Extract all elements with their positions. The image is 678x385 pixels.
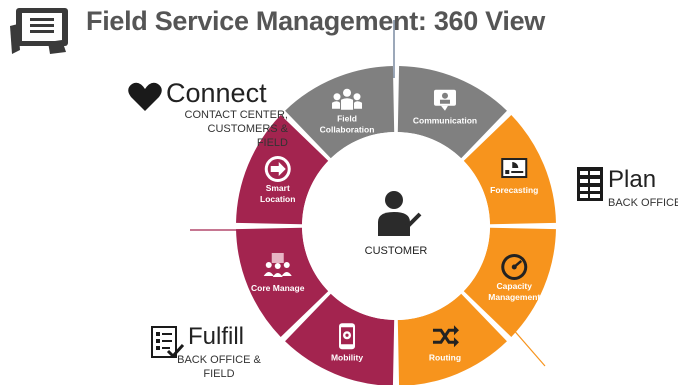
segment-label: Forecasting [490,185,538,195]
checklist-icon [151,326,184,359]
segment-label: Routing [429,352,461,362]
segment-core-manage [236,227,329,337]
segment-field-collaboration [285,66,395,159]
customer-icon [378,191,422,236]
customer-label: CUSTOMER [365,245,428,257]
page-title: Field Service Management: 360 View [86,6,546,36]
fulfill-sub-line: FIELD [203,368,235,380]
connect-sub-line: CONTACT CENTER, [184,109,289,121]
segment-label: Core Manage [251,283,305,293]
segment-label: Smart [266,183,290,193]
segment-communication [397,66,507,159]
team-server-icon [263,252,292,277]
segment-label: Location [260,194,295,204]
group-people-icon [332,88,363,110]
presentation-chart-icon [501,158,528,179]
server-stack-icon [577,167,603,201]
chat-person-icon [433,89,456,111]
plan-sub: BACK OFFICE [608,197,678,209]
segment-label: Mobility [331,352,363,362]
segment-label: Field [337,114,357,124]
gauge-icon [501,253,528,280]
segment-label: Collaboration [320,125,375,135]
connect-sub-line: CUSTOMERS & [207,123,288,135]
segment-label: Communication [413,116,477,126]
connect-title: Connect [166,78,267,108]
arrow-circle-icon [264,156,291,183]
connect-sub-line: FIELD [256,137,288,149]
shuffle-arrows-icon [432,325,459,348]
plan-title: Plan [608,166,657,193]
segment-label: Management [488,292,540,302]
segment-routing [397,293,507,385]
fulfill-sub-line: BACK OFFICE & [177,354,261,366]
fulfill-title: Fulfill [188,323,245,350]
heart-icon [128,82,162,111]
tablet-icon [10,8,68,54]
mobile-gear-icon [339,323,356,350]
segment-capacity-management [463,227,556,337]
segment-label: Capacity [497,281,533,291]
